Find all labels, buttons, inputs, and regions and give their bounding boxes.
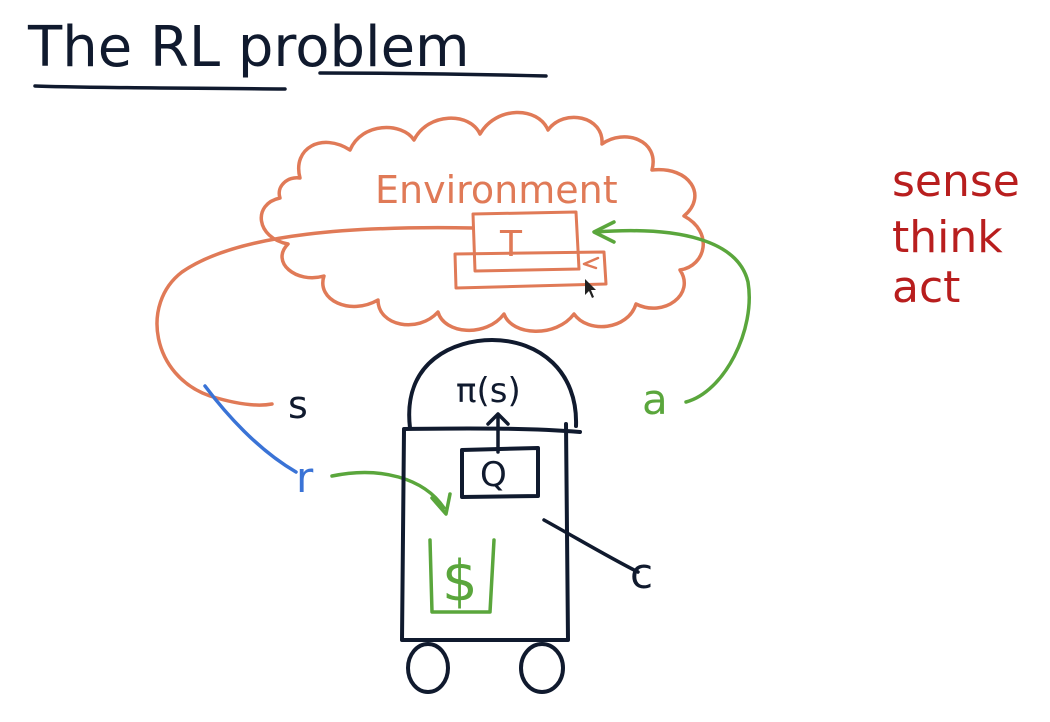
action-label: a — [642, 375, 668, 424]
reward-line — [203, 384, 298, 474]
mouse-cursor-icon — [585, 279, 596, 298]
action-arrowhead — [592, 220, 616, 244]
policy-label: π(s) — [456, 371, 521, 411]
dollar-bin — [428, 538, 496, 614]
title-underline-left — [33, 84, 287, 91]
c-pointer-line — [542, 518, 640, 574]
robot-wheel-left — [406, 642, 450, 694]
environment-cloud — [259, 110, 705, 333]
robot-head — [407, 338, 579, 430]
robot-wheel-right — [519, 642, 565, 694]
policy-arrow — [486, 412, 510, 454]
transition-box — [471, 210, 581, 273]
sidebar-word-sense: sense — [892, 156, 1020, 207]
reward-arrow — [330, 470, 446, 510]
transition-box-label: T — [499, 224, 523, 265]
title-underline-right — [318, 71, 548, 78]
robot-neck-line — [402, 426, 582, 434]
transition-back-box — [453, 250, 608, 290]
reward-arrowhead — [430, 492, 452, 516]
state-loop-line — [155, 225, 475, 407]
environment-label: Environment — [375, 168, 618, 212]
title-text: The RL problem — [27, 15, 470, 80]
state-label: s — [288, 383, 308, 427]
action-loop-line — [594, 228, 751, 404]
c-label: c — [630, 549, 653, 598]
dollar-label: $ — [442, 549, 478, 614]
reward-label: r — [296, 453, 314, 502]
q-box — [460, 446, 540, 499]
q-box-label: Q — [480, 455, 507, 495]
transition-box-arrow — [582, 256, 600, 270]
sidebar-word-think: think — [892, 212, 1003, 263]
sidebar-word-act: act — [892, 262, 960, 313]
